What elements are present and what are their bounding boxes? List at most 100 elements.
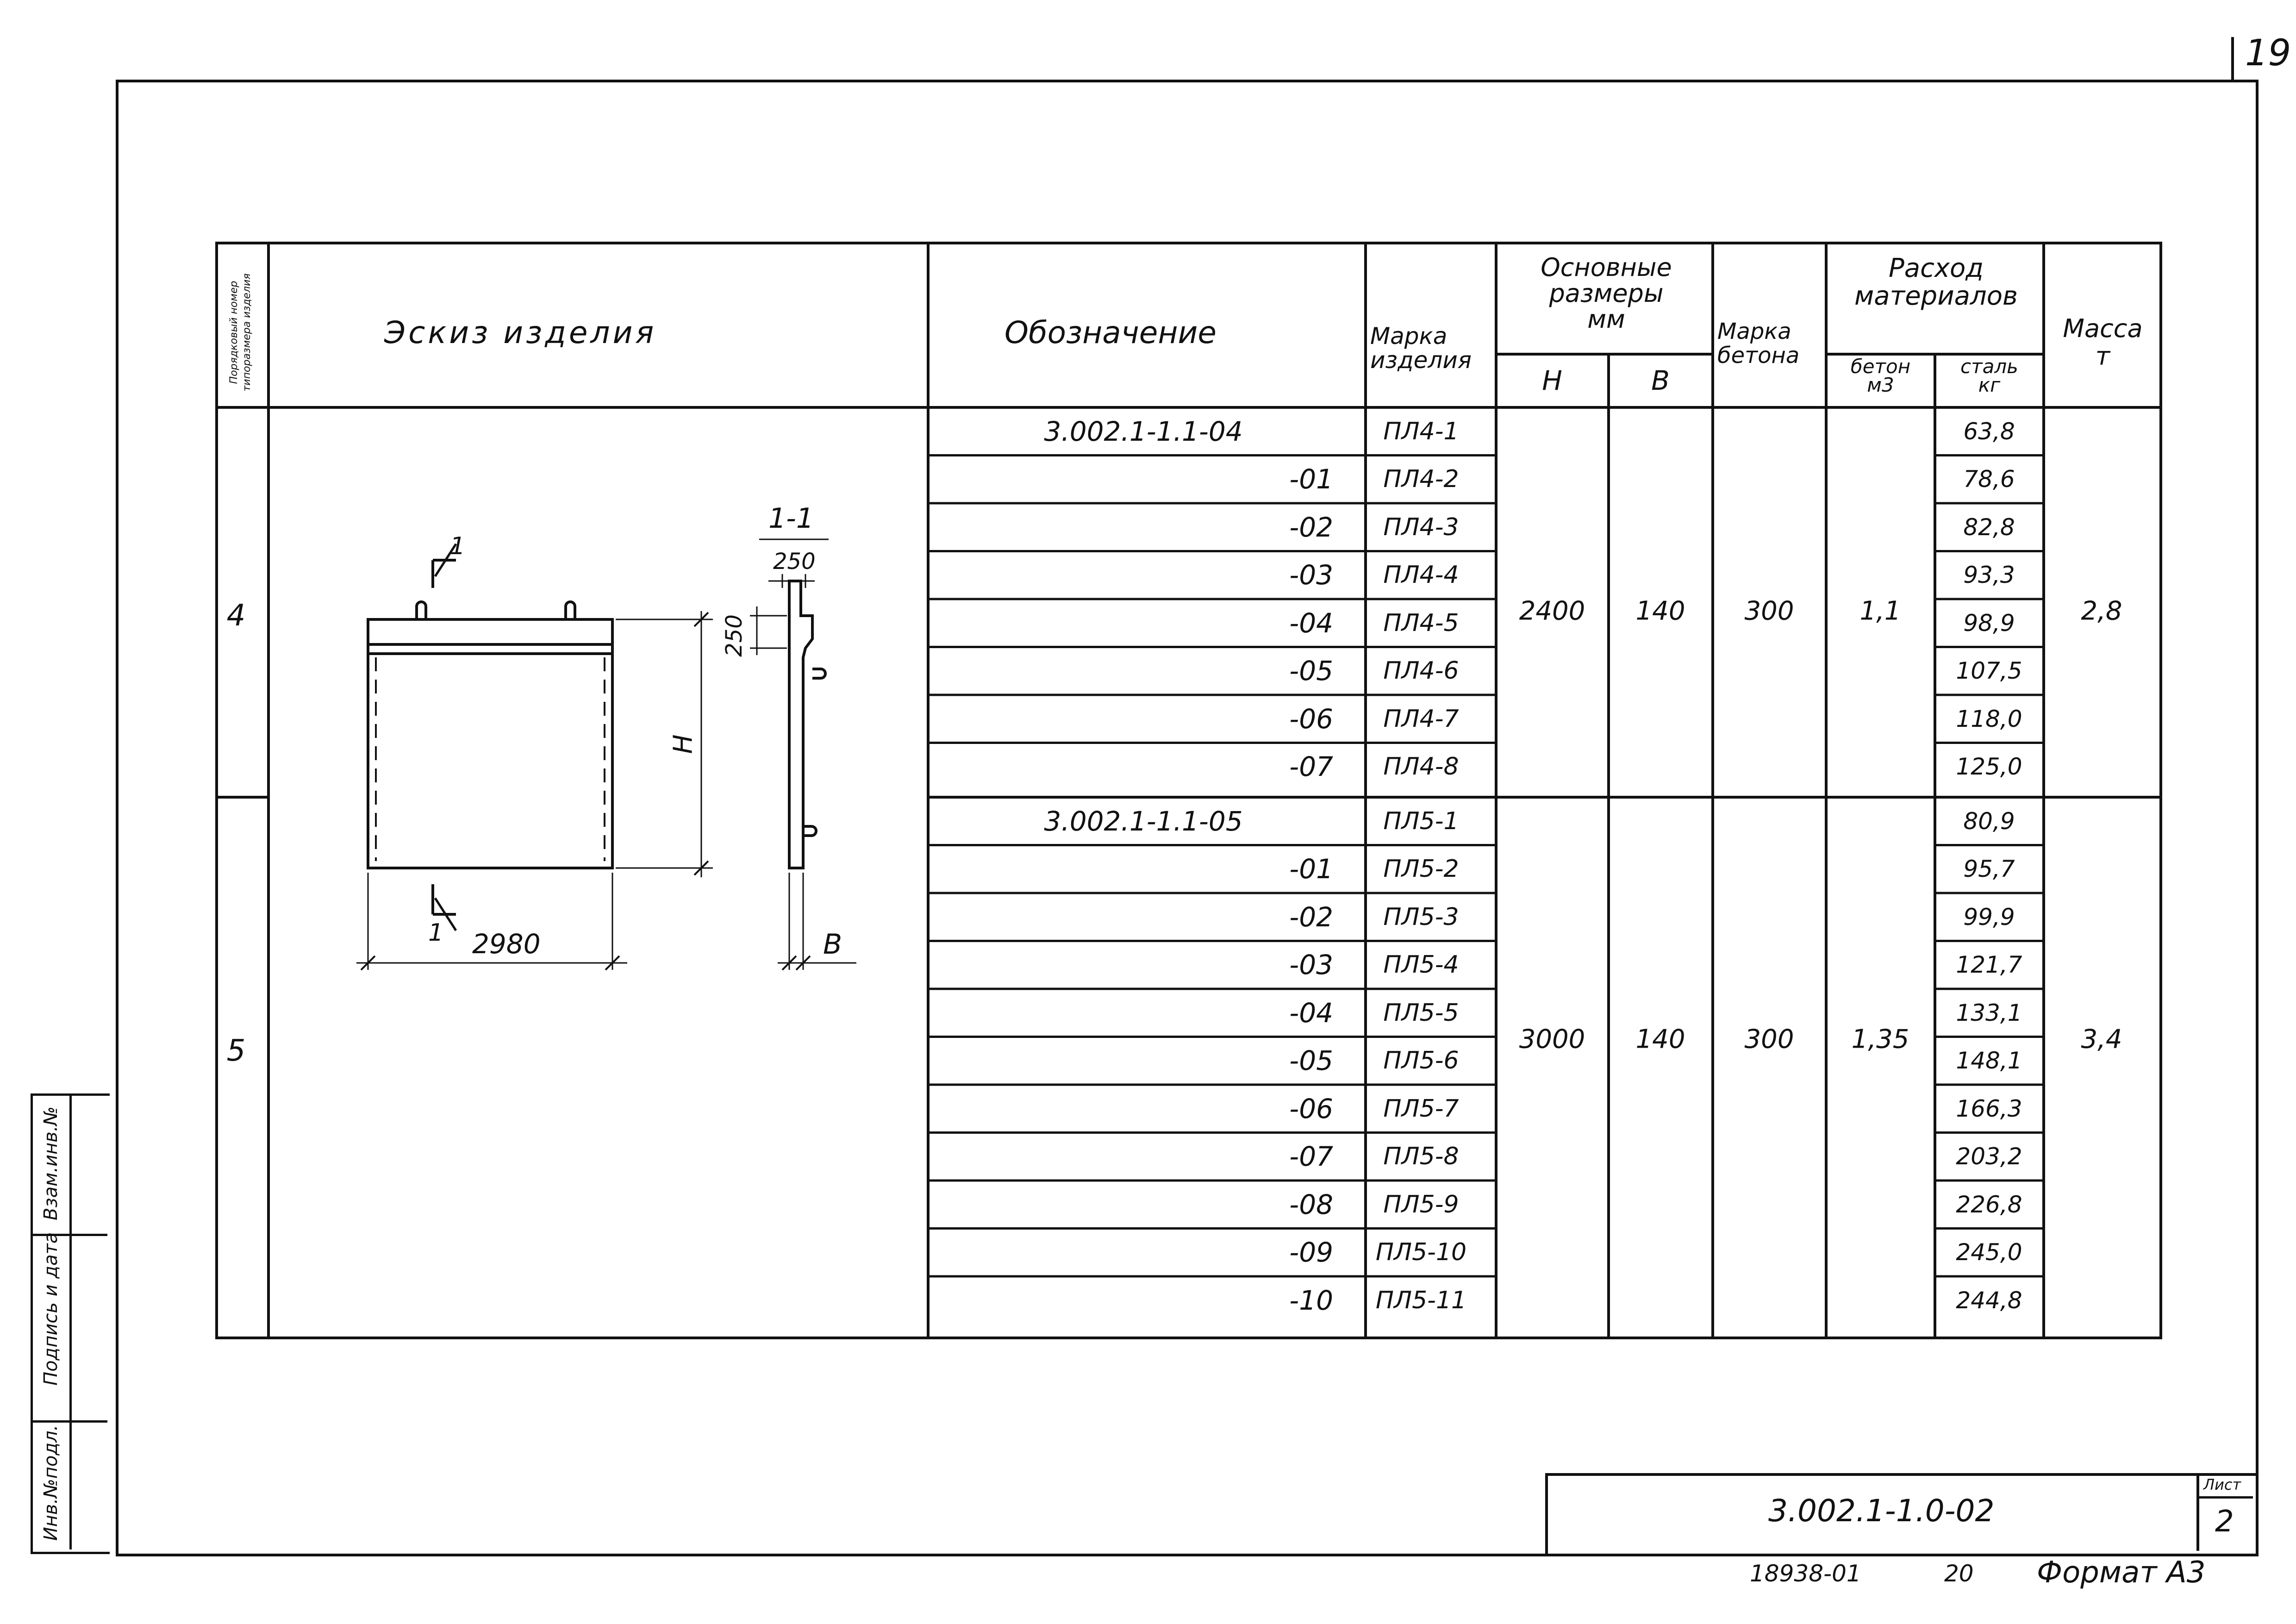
footer-copy-number: 20 bbox=[1944, 1560, 1974, 1587]
footer-order-number: 18938-01 bbox=[1750, 1560, 1861, 1587]
title-block bbox=[1545, 1473, 2256, 1554]
row-steel: 80,9 bbox=[1963, 807, 2015, 835]
dim-side-250: 250 bbox=[721, 614, 747, 657]
header-concrete-unit: м3 bbox=[1867, 374, 1894, 396]
header-sequence: Порядковый номер типоразмера изделия bbox=[228, 273, 253, 392]
row-steel: 244,8 bbox=[1956, 1287, 2022, 1314]
dim-height-H: Н bbox=[668, 734, 699, 754]
group-5-H: 3000 bbox=[1519, 1024, 1585, 1055]
header-steel-text: сталь bbox=[1960, 355, 2018, 378]
row-designation: -07 bbox=[1289, 1141, 1333, 1173]
header-designation: Обозначение bbox=[1004, 315, 1217, 350]
group-4-mass: 2,8 bbox=[2081, 596, 2122, 626]
header-mark: Марка изделия bbox=[1370, 324, 1472, 372]
row-steel: 203,2 bbox=[1956, 1143, 2022, 1170]
stamp-divider-2 bbox=[31, 1234, 107, 1236]
group-5-B: 140 bbox=[1635, 1024, 1685, 1055]
dim-top-250: 250 bbox=[773, 549, 816, 575]
dim-thickness-B: В bbox=[823, 928, 842, 961]
group-4-concrete: 1,1 bbox=[1859, 596, 1901, 626]
row-designation: -05 bbox=[1289, 1045, 1333, 1077]
header-B: В bbox=[1651, 365, 1670, 396]
row-steel: 93,3 bbox=[1963, 562, 2015, 589]
row-designation: -10 bbox=[1289, 1284, 1333, 1316]
header-mass-text: Масса bbox=[2063, 314, 2143, 343]
row-designation: -04 bbox=[1289, 997, 1333, 1029]
section-mark-bottom: 1 bbox=[428, 919, 444, 947]
row-designation: 3.002.1-1.1-05 bbox=[1044, 805, 1243, 837]
row-mark: ПЛ5-8 bbox=[1383, 1143, 1459, 1171]
header-main-dims: Основные размеры мм bbox=[1500, 255, 1713, 332]
header-sketch: Эскиз изделия bbox=[384, 315, 657, 350]
row-steel: 118,0 bbox=[1956, 705, 2022, 732]
title-block-sheet-line bbox=[2196, 1496, 2253, 1499]
group-4-H: 2400 bbox=[1519, 596, 1585, 626]
row-mark: ПЛ5-4 bbox=[1383, 951, 1459, 979]
row-mark: ПЛ4-7 bbox=[1383, 705, 1459, 733]
row-designation: -06 bbox=[1289, 1093, 1333, 1124]
row-mark: ПЛ4-6 bbox=[1383, 657, 1459, 685]
header-mark-text: Марка изделия bbox=[1370, 323, 1472, 374]
row-designation: 3.002.1-1.1-04 bbox=[1044, 415, 1243, 447]
row-designation: -02 bbox=[1289, 901, 1333, 933]
row-mark: ПЛ5-1 bbox=[1383, 807, 1459, 835]
section-title: 1-1 bbox=[768, 502, 814, 535]
row-mark: ПЛ5-10 bbox=[1375, 1238, 1467, 1267]
title-block-divider bbox=[2196, 1473, 2199, 1551]
row-steel: 166,3 bbox=[1956, 1095, 2022, 1122]
stamp-inv-orig: Инв.№подл. bbox=[40, 1424, 62, 1541]
group-4-concrete-mark: 300 bbox=[1744, 596, 1794, 626]
group-5-concrete-mark: 300 bbox=[1744, 1024, 1794, 1055]
row-mark: ПЛ5-7 bbox=[1383, 1094, 1459, 1123]
title-block-sheet-number: 2 bbox=[2215, 1505, 2234, 1539]
row-steel: 121,7 bbox=[1956, 951, 2022, 979]
row-steel: 78,6 bbox=[1963, 466, 2015, 493]
row-designation: -07 bbox=[1289, 751, 1333, 783]
row-designation: -03 bbox=[1289, 949, 1333, 981]
header-main-dims-unit: мм bbox=[1587, 305, 1625, 334]
group-4-B: 140 bbox=[1635, 596, 1685, 626]
group-5-concrete: 1,35 bbox=[1851, 1024, 1909, 1055]
header-steel: сталь кг bbox=[1937, 355, 2041, 396]
row-designation: -06 bbox=[1289, 703, 1333, 735]
row-mark: ПЛ4-4 bbox=[1383, 561, 1459, 589]
stamp-signature-date: Подпись и дата bbox=[40, 1232, 62, 1386]
row-designation: -01 bbox=[1289, 853, 1333, 885]
row-steel: 245,0 bbox=[1956, 1239, 2022, 1266]
row-designation: -01 bbox=[1289, 463, 1333, 495]
stamp-divider-1 bbox=[69, 1093, 72, 1549]
group-5-mass: 3,4 bbox=[2081, 1024, 2122, 1055]
header-concrete-text: бетон bbox=[1850, 355, 1911, 378]
row-steel: 82,8 bbox=[1963, 513, 2015, 541]
row-steel: 99,9 bbox=[1963, 903, 2015, 931]
row-mark: ПЛ5-6 bbox=[1383, 1047, 1459, 1075]
header-mass: Масса т bbox=[2046, 315, 2159, 370]
header-main-dims-text: Основные размеры bbox=[1541, 253, 1672, 308]
header-concrete: бетон м3 bbox=[1828, 355, 1933, 396]
footer-format: Формат А3 bbox=[2037, 1555, 2206, 1590]
row-steel: 95,7 bbox=[1963, 856, 2015, 883]
header-consumption: Расход материалов bbox=[1854, 253, 2018, 311]
row-steel: 98,9 bbox=[1963, 609, 2015, 637]
row-mark: ПЛ5-2 bbox=[1383, 855, 1459, 883]
row-mark: ПЛ4-3 bbox=[1383, 513, 1459, 541]
sheet-corner-number: 19 bbox=[2245, 32, 2291, 74]
row-mark: ПЛ4-8 bbox=[1383, 753, 1459, 781]
row-mark: ПЛ5-11 bbox=[1375, 1286, 1467, 1314]
row-mark: ПЛ5-9 bbox=[1383, 1190, 1459, 1218]
row-steel: 133,1 bbox=[1956, 999, 2022, 1026]
header-steel-unit: кг bbox=[1978, 374, 2001, 396]
header-H: Н bbox=[1542, 365, 1562, 396]
row-designation: -05 bbox=[1289, 655, 1333, 687]
row-mark: ПЛ4-2 bbox=[1383, 465, 1459, 493]
row-designation: -08 bbox=[1289, 1188, 1333, 1220]
corner-tick bbox=[2231, 37, 2234, 81]
row-steel: 107,5 bbox=[1956, 657, 2022, 685]
row-designation: -03 bbox=[1289, 559, 1333, 591]
header-concrete-mark: Марка бетона bbox=[1717, 319, 1800, 369]
title-block-code: 3.002.1-1.0-02 bbox=[1768, 1493, 1995, 1529]
dim-width-2980: 2980 bbox=[472, 928, 541, 960]
header-mass-unit: т bbox=[2095, 342, 2110, 371]
row-designation: -09 bbox=[1289, 1237, 1333, 1268]
section-mark-top: 1 bbox=[450, 532, 466, 560]
